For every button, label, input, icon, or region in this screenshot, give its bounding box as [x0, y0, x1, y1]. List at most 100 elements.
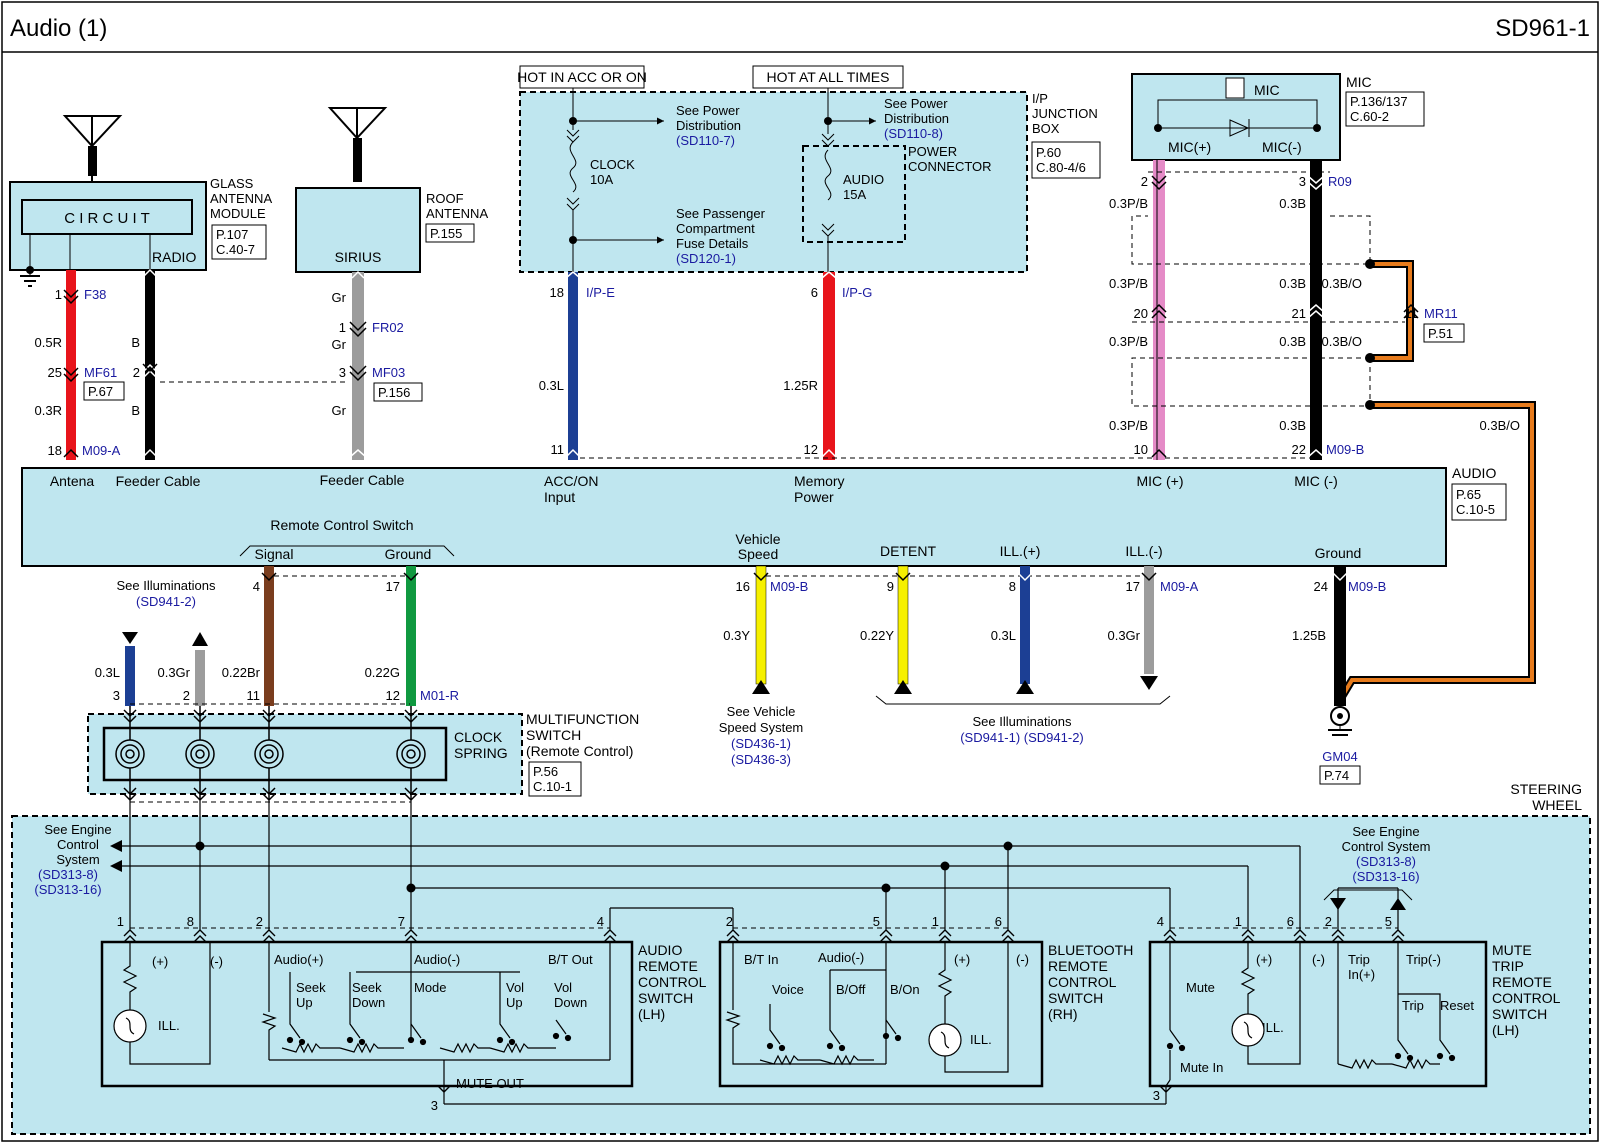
svg-text:Audio(-): Audio(-) — [818, 950, 864, 965]
svg-text:SPRING: SPRING — [454, 745, 508, 761]
svg-text:C.80-4/6: C.80-4/6 — [1036, 160, 1086, 175]
svg-text:Signal: Signal — [255, 546, 294, 562]
wire-ill-minus: 17 M09-A 0.3Gr — [1107, 566, 1199, 690]
svg-text:(SD313-8): (SD313-8) — [1356, 854, 1416, 869]
svg-text:SIRIUS: SIRIUS — [335, 249, 382, 265]
svg-text:0.3Y: 0.3Y — [723, 628, 750, 643]
svg-text:Distribution: Distribution — [676, 118, 741, 133]
svg-text:B: B — [131, 335, 140, 350]
svg-text:I/P-G: I/P-G — [842, 285, 872, 300]
svg-text:0.3B: 0.3B — [1279, 334, 1306, 349]
svg-text:(+): (+) — [954, 952, 970, 967]
svg-text:0.3L: 0.3L — [991, 628, 1016, 643]
svg-text:I/P-E: I/P-E — [586, 285, 615, 300]
svg-text:Fuse Details: Fuse Details — [676, 236, 749, 251]
clock-spring: CLOCK SPRING MULTIFUNCTION SWITCH (Remot… — [87, 706, 639, 803]
svg-text:ANTENNA: ANTENNA — [426, 206, 488, 221]
svg-text:2: 2 — [1325, 914, 1332, 929]
svg-text:Vol: Vol — [554, 980, 572, 995]
wire-rcs-ground: 17 0.22G 12 M01-R — [365, 566, 459, 706]
svg-text:24: 24 — [1314, 579, 1328, 594]
svg-text:0.3P/B: 0.3P/B — [1109, 418, 1148, 433]
svg-text:0.3B: 0.3B — [1279, 196, 1306, 211]
svg-text:(RH): (RH) — [1048, 1006, 1078, 1022]
svg-text:CONTROL: CONTROL — [1048, 974, 1117, 990]
svg-text:Down: Down — [352, 995, 385, 1010]
svg-text:M09-A: M09-A — [82, 443, 121, 458]
svg-text:Mode: Mode — [414, 980, 447, 995]
svg-text:See Vehicle: See Vehicle — [727, 704, 796, 719]
svg-text:3: 3 — [339, 365, 346, 380]
svg-text:Trip(-): Trip(-) — [1406, 952, 1441, 967]
svg-text:AUDIO: AUDIO — [843, 172, 884, 187]
mute-trip-remote-switch-lh: Mute (+) (-) Trip In(+) Trip(-) Trip Res… — [1148, 940, 1488, 1088]
mic-module: MIC MIC(+) MIC(-) MIC P.136/137 C.60-2 — [1131, 73, 1425, 161]
svg-text:F38: F38 — [84, 287, 106, 302]
svg-text:3: 3 — [1299, 174, 1306, 189]
svg-text:(Remote Control): (Remote Control) — [526, 743, 633, 759]
svg-text:REMOTE: REMOTE — [1048, 958, 1108, 974]
ground-icon — [1328, 706, 1352, 736]
svg-text:B/On: B/On — [890, 982, 920, 997]
svg-text:ILL.(-): ILL.(-) — [1125, 543, 1162, 559]
svg-text:Gr: Gr — [332, 337, 347, 352]
svg-text:MIC(-): MIC(-) — [1262, 139, 1302, 155]
svg-text:M09-B: M09-B — [770, 579, 808, 594]
svg-text:(+): (+) — [1256, 952, 1272, 967]
junction-box: HOT IN ACC OR ON HOT AT ALL TIMES I/P JU… — [517, 65, 1101, 273]
svg-text:25: 25 — [48, 365, 62, 380]
svg-text:MIC: MIC — [1254, 82, 1280, 98]
svg-text:12: 12 — [386, 688, 400, 703]
svg-text:MIC (+): MIC (+) — [1136, 473, 1183, 489]
svg-text:AUDIO: AUDIO — [1452, 465, 1496, 481]
svg-text:B: B — [131, 403, 140, 418]
svg-text:P.107: P.107 — [216, 227, 248, 242]
svg-text:SWITCH: SWITCH — [638, 990, 693, 1006]
svg-text:ILL.(+): ILL.(+) — [1000, 543, 1041, 559]
svg-text:ILL.: ILL. — [1262, 1020, 1284, 1035]
svg-text:Up: Up — [296, 995, 313, 1010]
svg-text:C.10-1: C.10-1 — [533, 779, 572, 794]
svg-text:Seek: Seek — [352, 980, 382, 995]
svg-text:P.74: P.74 — [1324, 768, 1349, 783]
svg-text:M09-B: M09-B — [1326, 442, 1364, 457]
svg-text:(SD436-1): (SD436-1) — [731, 736, 791, 751]
svg-text:Audio(-): Audio(-) — [414, 952, 460, 967]
svg-text:P.67: P.67 — [88, 384, 113, 399]
svg-text:ANTENNA: ANTENNA — [210, 191, 272, 206]
wire-vehicle-speed: 16 M09-B 0.3Y See Vehicle Speed System (… — [719, 565, 808, 767]
audio-remote-switch-lh: (+) (-) Audio(+) Audio(-) B/T Out Seek U… — [100, 940, 634, 1091]
svg-text:GLASS: GLASS — [210, 176, 254, 191]
svg-text:BOX: BOX — [1032, 121, 1060, 136]
svg-text:ILL.: ILL. — [970, 1032, 992, 1047]
svg-text:10: 10 — [1134, 442, 1148, 457]
svg-text:Trip: Trip — [1348, 952, 1370, 967]
svg-text:P.155: P.155 — [430, 226, 462, 241]
svg-text:MODULE: MODULE — [210, 206, 266, 221]
svg-text:MIC: MIC — [1346, 74, 1372, 90]
svg-text:1: 1 — [1235, 914, 1242, 929]
svg-text:(SD110-8): (SD110-8) — [884, 126, 943, 141]
svg-text:2: 2 — [183, 688, 190, 703]
svg-text:Input: Input — [544, 489, 575, 505]
svg-text:JUNCTION: JUNCTION — [1032, 106, 1098, 121]
svg-text:STEERING: STEERING — [1510, 781, 1582, 797]
svg-text:(SD110-7): (SD110-7) — [676, 133, 735, 148]
svg-text:0.3P/B: 0.3P/B — [1109, 196, 1148, 211]
svg-text:Control: Control — [57, 837, 99, 852]
svg-text:(SD120-1): (SD120-1) — [676, 251, 736, 266]
svg-text:10A: 10A — [590, 172, 613, 187]
svg-text:Power: Power — [794, 489, 834, 505]
svg-text:16: 16 — [736, 579, 750, 594]
svg-text:18: 18 — [48, 443, 62, 458]
svg-text:MUTE OUT: MUTE OUT — [456, 1076, 524, 1091]
svg-text:Gr: Gr — [332, 403, 347, 418]
svg-text:P.51: P.51 — [1428, 326, 1453, 341]
svg-text:2: 2 — [1141, 174, 1148, 189]
svg-text:WHEEL: WHEEL — [1532, 797, 1582, 813]
svg-text:7: 7 — [398, 914, 405, 929]
svg-text:Gr: Gr — [332, 290, 347, 305]
svg-text:Feeder Cable: Feeder Cable — [116, 473, 201, 489]
svg-text:1.25R: 1.25R — [783, 378, 818, 393]
